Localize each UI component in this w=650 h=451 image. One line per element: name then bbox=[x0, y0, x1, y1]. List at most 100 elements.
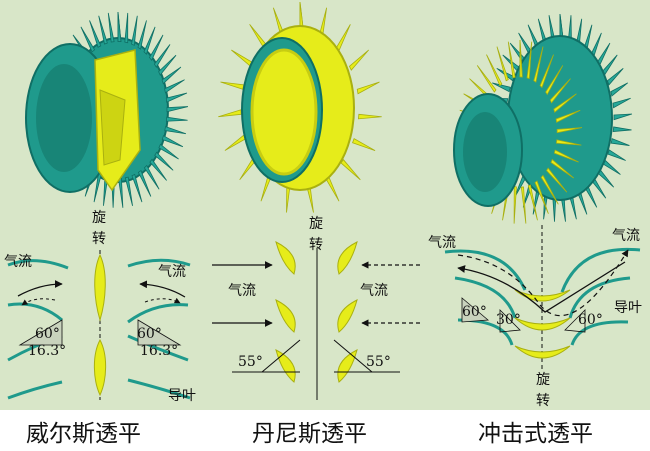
caption-denniss-turbine: 丹尼斯透平 bbox=[252, 421, 367, 447]
rotor-blade bbox=[154, 151, 174, 171]
rotor-blade bbox=[80, 26, 96, 53]
rotor-blade bbox=[231, 49, 254, 67]
rotor-blade bbox=[335, 24, 351, 52]
denniss-airflow-label-left: 气流 bbox=[228, 283, 256, 299]
wells-rotation-label-2: 转 bbox=[92, 231, 106, 247]
rotor-blade bbox=[98, 15, 108, 45]
rotor-blade bbox=[356, 81, 380, 95]
rotor-blade bbox=[513, 186, 517, 224]
impulse-rotor-blade-2 bbox=[514, 317, 571, 331]
rotor-blade bbox=[143, 26, 156, 55]
rotor-blade bbox=[158, 143, 179, 160]
rotor-blade bbox=[549, 78, 571, 104]
wells-schematic bbox=[7, 250, 191, 400]
caption-wells-turbine: 威尔斯透平 bbox=[26, 421, 141, 447]
rotor-blade bbox=[492, 82, 511, 93]
rotor-blade bbox=[553, 93, 577, 113]
rotor-blade bbox=[149, 34, 164, 61]
wells-angle-16-3-left: 16.3° bbox=[28, 343, 66, 359]
rotor-blade bbox=[164, 126, 187, 135]
rotor-blade bbox=[596, 42, 611, 66]
impulse-turbine-render bbox=[453, 13, 633, 224]
rotor-blade bbox=[612, 97, 631, 109]
impulse-airflow-label-right: 气流 bbox=[612, 228, 640, 244]
rotor-blade bbox=[352, 138, 376, 151]
impulse-schematic bbox=[444, 225, 641, 370]
impulse-rotation-label-1: 旋 bbox=[536, 372, 550, 388]
denniss-angle-55-left: 55° bbox=[238, 354, 263, 370]
rotor-blade bbox=[149, 158, 167, 181]
rotor-blade bbox=[507, 41, 516, 79]
rotor-blade bbox=[137, 20, 147, 50]
rotor-blade bbox=[546, 167, 568, 193]
rotor-blade bbox=[610, 138, 630, 146]
rotor-blade bbox=[89, 20, 102, 48]
rotor-blade bbox=[340, 159, 361, 181]
impulse-angle-60-right: 60° bbox=[578, 312, 603, 328]
wells-guide-vanes bbox=[94, 49, 141, 192]
rotor-blade bbox=[597, 169, 615, 188]
rotor-blade bbox=[602, 159, 621, 175]
denniss-vane bbox=[337, 349, 358, 383]
rotor-blade bbox=[555, 139, 582, 146]
rotor-blade bbox=[533, 46, 544, 83]
rotor-blade bbox=[117, 11, 122, 42]
rotor-blade bbox=[496, 46, 509, 82]
rotor-blade bbox=[118, 178, 124, 208]
rotor-blade bbox=[610, 82, 629, 97]
rotor-blade bbox=[220, 81, 245, 90]
denniss-vane bbox=[275, 349, 296, 383]
rotor-blade bbox=[486, 54, 503, 87]
wells-airflow-label-left: 气流 bbox=[4, 254, 32, 270]
rotor-blade bbox=[164, 79, 185, 94]
denniss-vane bbox=[275, 299, 296, 333]
rotor-blade bbox=[539, 54, 554, 89]
rotor-blade bbox=[161, 135, 184, 148]
rotor-blade bbox=[153, 44, 171, 69]
rotor-blade bbox=[555, 109, 581, 123]
rotor-blade bbox=[520, 186, 527, 224]
impulse-angle-60-left: 60° bbox=[462, 304, 487, 320]
denniss-rotation-label-1: 旋 bbox=[309, 216, 323, 232]
denniss-vane bbox=[275, 241, 296, 275]
rotor-blade bbox=[607, 149, 626, 161]
diagram-labels: 旋 转 气流 气流 60° 16.3° 60° 16.3° 导叶 旋 转 气流 … bbox=[4, 210, 642, 409]
rotor-blade bbox=[166, 106, 189, 113]
rotor-blade bbox=[165, 92, 188, 103]
rotor-blade bbox=[348, 49, 369, 71]
denniss-vane bbox=[337, 241, 358, 275]
rotor-blade bbox=[165, 116, 188, 122]
rotor-blade bbox=[158, 54, 177, 76]
denniss-vane bbox=[337, 299, 358, 333]
wells-turbine-render bbox=[25, 11, 189, 208]
rotor-blade bbox=[534, 180, 549, 214]
denniss-airflow-label-right: 气流 bbox=[360, 283, 388, 299]
rotor-blade bbox=[161, 66, 182, 85]
rotor-blade bbox=[519, 39, 523, 78]
denniss-rotation-label-2: 转 bbox=[309, 237, 323, 253]
rotor-blade bbox=[556, 127, 583, 134]
rotor-blade bbox=[131, 15, 138, 46]
rotor-blade bbox=[602, 54, 618, 76]
impulse-angle-30: 30° bbox=[496, 312, 521, 328]
rotor-blade bbox=[137, 169, 152, 197]
rotor-blade bbox=[612, 126, 632, 133]
wells-angle-60-left: 60° bbox=[35, 326, 60, 342]
caption-impulse-turbine: 冲击式透平 bbox=[478, 421, 593, 447]
rotor-blade bbox=[550, 158, 574, 179]
denniss-angle-55-right: 55° bbox=[366, 354, 391, 370]
impulse-guide-vane-label: 导叶 bbox=[614, 300, 642, 316]
rotor-blade bbox=[527, 184, 538, 221]
rotor-blade bbox=[526, 41, 533, 80]
rotor-blade bbox=[357, 113, 382, 120]
wells-guide-vane-label: 导叶 bbox=[168, 388, 196, 404]
rotor-blade bbox=[107, 12, 115, 43]
rotor-blade bbox=[540, 174, 559, 205]
rotor-blade bbox=[613, 113, 633, 121]
denniss-schematic bbox=[212, 241, 420, 400]
denniss-turbine-render bbox=[218, 1, 382, 213]
rotor-blade bbox=[143, 164, 160, 190]
wells-angle-16-3-right: 16.3° bbox=[140, 343, 178, 359]
wells-airflow-label-right: 气流 bbox=[158, 264, 186, 280]
